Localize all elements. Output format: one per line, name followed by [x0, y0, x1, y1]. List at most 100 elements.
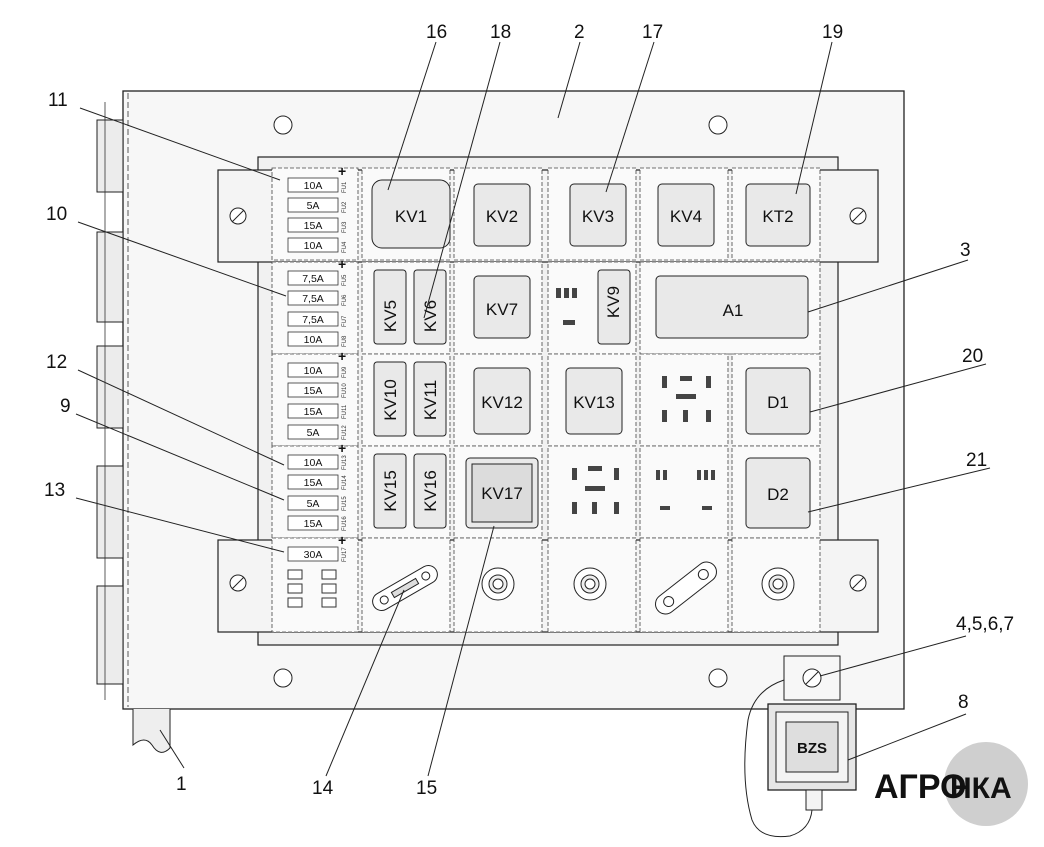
relay-label: KV1 — [395, 207, 427, 226]
logo-text-right: НКА — [950, 772, 1012, 805]
fuse-rating: 15A — [304, 518, 323, 530]
fuse-rating: 15A — [304, 477, 323, 489]
fuse-id: FU11 — [342, 404, 348, 419]
bzs-label: BZS — [797, 740, 827, 757]
fuse-id: FU17 — [342, 547, 348, 562]
fuse-id: FU4 — [342, 241, 348, 253]
power-fuse-1 — [372, 565, 438, 611]
fuse-id: FU1 — [342, 181, 348, 193]
fuse-id: FU13 — [342, 455, 348, 470]
callout-18: 18 — [490, 22, 511, 43]
power-fuse-2 — [655, 561, 717, 615]
diode-label: D2 — [767, 485, 789, 504]
callout-17: 17 — [642, 22, 663, 43]
relay-label: KV10 — [381, 379, 400, 421]
svg-text:+: + — [338, 256, 346, 272]
callout-15: 15 — [416, 778, 437, 799]
fuse-rating: 10A — [304, 240, 323, 252]
bottom-components — [372, 561, 795, 615]
leader-lines — [75, 41, 991, 777]
fuse-rating: 7,5A — [302, 293, 324, 305]
svg-text:+: + — [338, 532, 346, 548]
callout-2: 2 — [574, 22, 585, 43]
relay-socket — [572, 466, 715, 514]
fuse-rating: 5A — [307, 498, 320, 510]
relay-label: KV12 — [481, 393, 523, 412]
relay-label: KV5 — [381, 300, 400, 332]
fuse-block: 10A 5A 15A 10A 7,5A 7,5A 7,5A 10A 10A 15… — [287, 163, 348, 608]
fuse-id: FU10 — [342, 383, 348, 398]
callout-14: 14 — [312, 778, 334, 799]
power-terminal-3 — [761, 567, 795, 601]
relay-label: KV17 — [481, 484, 523, 503]
callout-21: 21 — [966, 450, 987, 471]
fuse-id: FU12 — [342, 425, 348, 440]
svg-text:+: + — [338, 348, 346, 364]
callout-10: 10 — [46, 204, 67, 225]
relay-label: KV2 — [486, 207, 518, 226]
relay-label: KT2 — [762, 207, 793, 226]
fuse-id: FU15 — [342, 496, 348, 511]
fuse-id: FU3 — [342, 221, 348, 233]
relay-socket — [662, 376, 711, 422]
relay-socket — [556, 288, 577, 325]
callout-12: 12 — [46, 352, 67, 373]
relay-label: KV11 — [421, 380, 440, 420]
cable-stub — [132, 709, 171, 753]
relay-row-3: KV10 KV11 KV12 KV13 D1 — [373, 361, 811, 437]
spare-fuse-slots — [287, 569, 337, 608]
fuse-rating: 10A — [304, 334, 323, 346]
fuse-rating: 5A — [307, 200, 320, 212]
diode-label: D1 — [767, 393, 789, 412]
callout-3: 3 — [960, 240, 971, 261]
callout-11: 11 — [48, 90, 68, 111]
callout-9: 9 — [60, 396, 71, 417]
svg-text:+: + — [338, 440, 346, 456]
plus-marks: + + + + + — [338, 163, 346, 548]
relay-label: KV7 — [486, 300, 518, 319]
logo-text-left: АГРО — [874, 768, 967, 806]
relay-row-2: KV5 KV6 KV7 KV9 A1 — [373, 269, 809, 345]
callout-19: 19 — [822, 22, 843, 43]
fuse-rating: 30A — [304, 549, 323, 561]
svg-text:+: + — [338, 163, 346, 179]
fuse-rating: 7,5A — [302, 273, 324, 285]
clamp-screws — [229, 207, 867, 592]
power-terminal-2 — [573, 567, 607, 601]
relay-label: KV16 — [421, 470, 440, 512]
fuse-id: FU14 — [342, 475, 348, 490]
agronka-logo: АГРО НКА — [874, 742, 1028, 826]
fuse-id: FU5 — [342, 274, 348, 286]
fuse-rating: 7,5A — [302, 314, 324, 326]
relay-label: KV6 — [421, 300, 440, 332]
relay-label: KV4 — [670, 207, 702, 226]
fuse-rating: 15A — [304, 220, 323, 232]
fuse-id: FU16 — [342, 516, 348, 531]
fuse-id: FU9 — [342, 366, 348, 378]
fuse-rating: 15A — [304, 406, 323, 418]
callout-8: 8 — [958, 692, 969, 713]
left-connectors — [96, 102, 124, 700]
callout-16: 16 — [426, 22, 447, 43]
callout-13: 13 — [44, 480, 65, 501]
fuse-id: FU8 — [342, 335, 348, 347]
callout-numbers: 11 10 12 9 13 16 18 2 17 19 3 20 21 4,5,… — [44, 22, 1014, 799]
fuse-rating: 15A — [304, 385, 323, 397]
callout-1: 1 — [176, 774, 187, 795]
relay-row-4: KV15 KV16 KV17 D2 — [373, 453, 811, 529]
relay-label: KV15 — [381, 470, 400, 512]
relay-label: KV3 — [582, 207, 614, 226]
callout-4-5-6-7: 4,5,6,7 — [956, 614, 1014, 635]
fuse-id-labels: FU1 FU2 FU3 FU4 FU5 FU6 FU7 FU8 FU9 FU10… — [342, 181, 348, 562]
callout-20: 20 — [962, 346, 983, 367]
fuse-id: FU7 — [342, 315, 348, 327]
relay-label: KV13 — [573, 393, 615, 412]
fuse-rating: 10A — [304, 180, 323, 192]
relay-label: KV9 — [604, 286, 623, 318]
fuse-rating: 10A — [304, 365, 323, 377]
power-terminal-1 — [481, 567, 515, 601]
fuse-id: FU6 — [342, 294, 348, 306]
fuse-rating: 5A — [307, 427, 320, 439]
bzs-assembly: BZS — [744, 655, 857, 838]
